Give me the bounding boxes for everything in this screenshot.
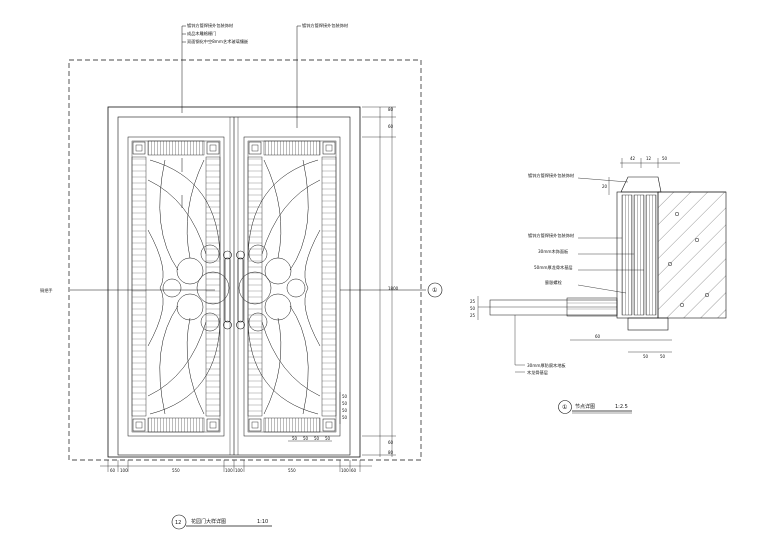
dim-bottom-1: 60 — [110, 468, 116, 473]
sec-side-dim: 20 — [602, 184, 608, 189]
door-elevation — [68, 25, 443, 472]
sec-bottom-dim-3: 50 — [660, 354, 666, 359]
dim-right-2: 60 — [388, 124, 394, 129]
dim-side-2: 50 — [342, 401, 348, 406]
callout-text-2: 成品木雕格栅门 — [187, 30, 216, 37]
title-number-circle — [171, 514, 187, 530]
post-cap — [620, 176, 662, 193]
title-number: 12 — [175, 520, 181, 526]
section-title-circle — [558, 400, 572, 414]
elevation-scale: 1:10 — [257, 519, 268, 525]
dim-inner-4: 50 — [325, 436, 331, 441]
dim-bottom-3: 550 — [172, 468, 180, 473]
sec-left-dim-2: 50 — [470, 306, 476, 311]
callout-text-1: 镀锌方管焊接外包装饰材 — [187, 22, 233, 29]
dim-bottom-6: 550 — [288, 468, 296, 473]
section-marker-circle — [427, 282, 443, 298]
callout-text-right: 镀锌方管焊接外包装饰材 — [302, 22, 348, 29]
dim-right-5: 80 — [388, 450, 394, 455]
sec-top-dim-1: 42 — [630, 156, 636, 161]
sec-note-4: 50mm厚龙骨木基层 — [534, 264, 573, 271]
dim-inner-2: 50 — [303, 436, 309, 441]
door-handles — [223, 250, 245, 330]
sec-left-dim-1: 25 — [470, 299, 476, 304]
dim-side-3: 50 — [342, 408, 348, 413]
section-detail — [477, 158, 727, 414]
dims-right-lines — [362, 106, 396, 457]
callout-text-handle: 铜把手 — [40, 287, 53, 294]
door-frame-outer — [107, 106, 361, 458]
sec-note-2: 镀锌方管焊接外包装饰材 — [528, 232, 574, 239]
wall-hatch — [657, 191, 727, 319]
dim-side-4: 50 — [342, 415, 348, 420]
dim-side-1: 50 — [342, 394, 348, 399]
dim-bottom-5: 100 — [235, 468, 243, 473]
elevation-title: 花园门大样详图 — [191, 518, 226, 525]
dim-bottom-8: 60 — [351, 468, 357, 473]
callout-text-3: 双面钢化中空8mm艺术玻璃镶嵌 — [187, 38, 248, 45]
sec-top-dim-2: 12 — [646, 156, 652, 161]
sec-bottom-note-2: 木龙骨基层 — [527, 369, 548, 376]
sec-bottom-dim-1: 60 — [595, 334, 601, 339]
dim-bottom-4: 100 — [225, 468, 233, 473]
section-title: 节点详图 — [575, 403, 595, 410]
section-labels: 42 12 50 20 镀锌方管焊接外包装饰材 镀锌方管焊接外包装饰材 30mm… — [470, 156, 668, 411]
section-marker-label: ① — [432, 287, 437, 294]
section-dim-lines — [477, 158, 680, 353]
sec-bottom-dim-2: 50 — [643, 354, 649, 359]
dim-inner-1: 50 — [292, 436, 298, 441]
dim-bottom-2: 100 — [120, 468, 128, 473]
sec-note-5: 膨胀螺栓 — [545, 279, 563, 286]
sec-note-1: 镀锌方管焊接外包装饰材 — [528, 172, 574, 179]
opening-dashed-outline — [68, 59, 422, 461]
dim-bottom-7: 100 — [341, 468, 349, 473]
elevation-labels: 镀锌方管焊接外包装饰材 成品木雕格栅门 双面钢化中空8mm艺术玻璃镶嵌 镀锌方管… — [40, 22, 437, 530]
dim-right-4: 60 — [388, 440, 394, 445]
sec-bottom-note-1: 30mm厚防腐木地板 — [527, 362, 566, 369]
base-block — [627, 317, 669, 331]
dims-bottom-lines — [100, 460, 372, 472]
dim-inner-3: 50 — [314, 436, 320, 441]
dims-inner-lines — [288, 392, 341, 442]
sec-top-dim-3: 50 — [662, 156, 668, 161]
callout-leaders — [70, 25, 426, 291]
sec-left-dim-3: 25 — [470, 313, 476, 318]
dim-right-3: 1800 — [388, 286, 399, 291]
dim-right-1: 80 — [388, 107, 394, 112]
sec-note-3: 30mm木饰面板 — [538, 248, 569, 255]
left-door-leaf — [127, 136, 230, 437]
right-door-leaf — [238, 136, 341, 437]
section-scale: 1:2.5 — [615, 404, 628, 410]
section-title-symbol: ① — [562, 404, 567, 411]
